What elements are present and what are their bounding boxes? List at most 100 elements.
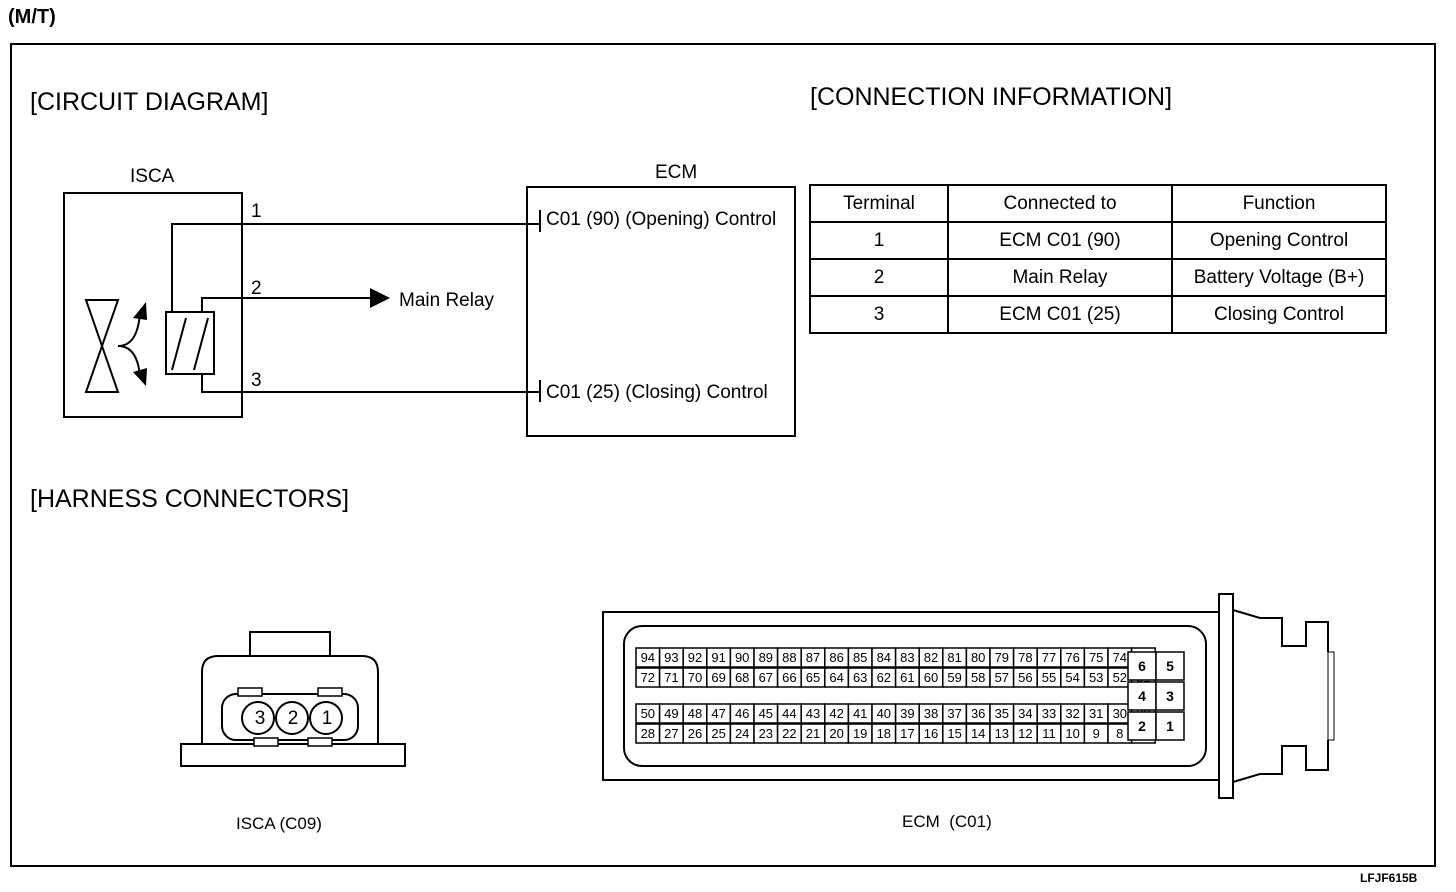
ecm-pin-81: 81 [942, 647, 968, 668]
wire-pin-1 [171, 223, 540, 312]
svg-text:54: 54 [1065, 670, 1079, 685]
isca-pin-1-label: 1 [321, 708, 333, 729]
svg-text:55: 55 [1042, 670, 1056, 685]
ecm-pin-35: 35 [989, 703, 1015, 724]
svg-text:82: 82 [924, 650, 938, 665]
cell-connected-to: ECM C01 (25) [947, 295, 1173, 334]
svg-text:28: 28 [641, 726, 655, 741]
ecm-pin-61: 61 [894, 667, 920, 688]
ecm-pin-62: 62 [871, 667, 897, 688]
ecm-pin-14: 14 [965, 723, 991, 744]
svg-text:91: 91 [711, 650, 725, 665]
ecm-pin-68: 68 [729, 667, 755, 688]
ecm-pin-55: 55 [1036, 667, 1062, 688]
svg-text:42: 42 [829, 706, 843, 721]
ecm-pin-85: 85 [847, 647, 873, 668]
ecm-pin-82: 82 [918, 647, 944, 668]
header-function: Function [1171, 184, 1387, 223]
ecm-pin-63: 63 [847, 667, 873, 688]
ecm-pin-56: 56 [1012, 667, 1038, 688]
svg-text:23: 23 [759, 726, 773, 741]
svg-text:48: 48 [688, 706, 702, 721]
svg-text:94: 94 [641, 650, 655, 665]
valve-symbol [84, 299, 120, 393]
ecm-small-pin-4: 4 [1127, 681, 1157, 711]
svg-text:40: 40 [877, 706, 891, 721]
svg-text:8: 8 [1116, 726, 1123, 741]
header-terminal: Terminal [809, 184, 949, 223]
ecm-pin-31: 31 [1083, 703, 1109, 724]
cell-connected-to: ECM C01 (90) [947, 221, 1173, 260]
cell-connected-to: Main Relay [947, 258, 1173, 297]
svg-text:64: 64 [829, 670, 843, 685]
svg-text:9: 9 [1093, 726, 1100, 741]
svg-text:21: 21 [806, 726, 820, 741]
ecm-pin-27: 27 [658, 723, 684, 744]
ecm-pin-67: 67 [753, 667, 779, 688]
svg-text:41: 41 [853, 706, 867, 721]
ecm-pin-80: 80 [965, 647, 991, 668]
svg-text:10: 10 [1065, 726, 1079, 741]
ecm-pin-54: 54 [1060, 667, 1086, 688]
figure-code: LFJF615B [1360, 871, 1418, 885]
svg-text:62: 62 [877, 670, 891, 685]
svg-text:44: 44 [782, 706, 796, 721]
ecm-label: ECM [655, 162, 698, 183]
svg-text:72: 72 [641, 670, 655, 685]
ecm-pin-41: 41 [847, 703, 873, 724]
ecm-small-pin-6: 6 [1127, 651, 1157, 681]
diagram-frame [10, 43, 1436, 867]
svg-text:35: 35 [995, 706, 1009, 721]
svg-text:46: 46 [735, 706, 749, 721]
svg-text:50: 50 [641, 706, 655, 721]
ecm-pin-15: 15 [942, 723, 968, 744]
ecm-pin-10: 10 [1060, 723, 1086, 744]
isca-pin-2 [275, 701, 309, 735]
svg-text:20: 20 [829, 726, 843, 741]
ecm-pin-59: 59 [942, 667, 968, 688]
ecm-pin-57: 57 [989, 667, 1015, 688]
svg-text:56: 56 [1018, 670, 1032, 685]
svg-text:39: 39 [900, 706, 914, 721]
ecm-pin-36: 36 [965, 703, 991, 724]
svg-text:34: 34 [1018, 706, 1032, 721]
svg-text:33: 33 [1042, 706, 1056, 721]
ecm-pin-48: 48 [682, 703, 708, 724]
pin-1-label: 1 [251, 201, 262, 222]
svg-text:3: 3 [1166, 688, 1174, 704]
svg-text:38: 38 [924, 706, 938, 721]
ecm-small-pin-5: 5 [1155, 651, 1185, 681]
ecm-pin-40: 40 [871, 703, 897, 724]
svg-text:88: 88 [782, 650, 796, 665]
ecm-pin-76: 76 [1060, 647, 1086, 668]
svg-text:47: 47 [711, 706, 725, 721]
svg-text:5: 5 [1166, 658, 1174, 674]
pin-3-label: 3 [251, 370, 262, 391]
svg-text:13: 13 [995, 726, 1009, 741]
svg-text:61: 61 [900, 670, 914, 685]
cell-function: Battery Voltage (B+) [1171, 258, 1387, 297]
ecm-pin-69: 69 [706, 667, 732, 688]
svg-text:24: 24 [735, 726, 749, 741]
svg-text:93: 93 [664, 650, 678, 665]
svg-text:17: 17 [900, 726, 914, 741]
ecm-pin-50: 50 [635, 703, 661, 724]
svg-text:70: 70 [688, 670, 702, 685]
ecm-pin-79: 79 [989, 647, 1015, 668]
ecm-pin-24: 24 [729, 723, 755, 744]
ecm-pin-20: 20 [824, 723, 850, 744]
ecm-pin-87: 87 [800, 647, 826, 668]
wire-pin-3 [201, 374, 540, 393]
harness-connectors-title: [HARNESS CONNECTORS] [30, 485, 350, 513]
svg-text:79: 79 [995, 650, 1009, 665]
ecm-pin-16: 16 [918, 723, 944, 744]
svg-text:16: 16 [924, 726, 938, 741]
svg-text:87: 87 [806, 650, 820, 665]
ecm-pin-38: 38 [918, 703, 944, 724]
svg-text:60: 60 [924, 670, 938, 685]
svg-text:71: 71 [664, 670, 678, 685]
svg-text:75: 75 [1089, 650, 1103, 665]
